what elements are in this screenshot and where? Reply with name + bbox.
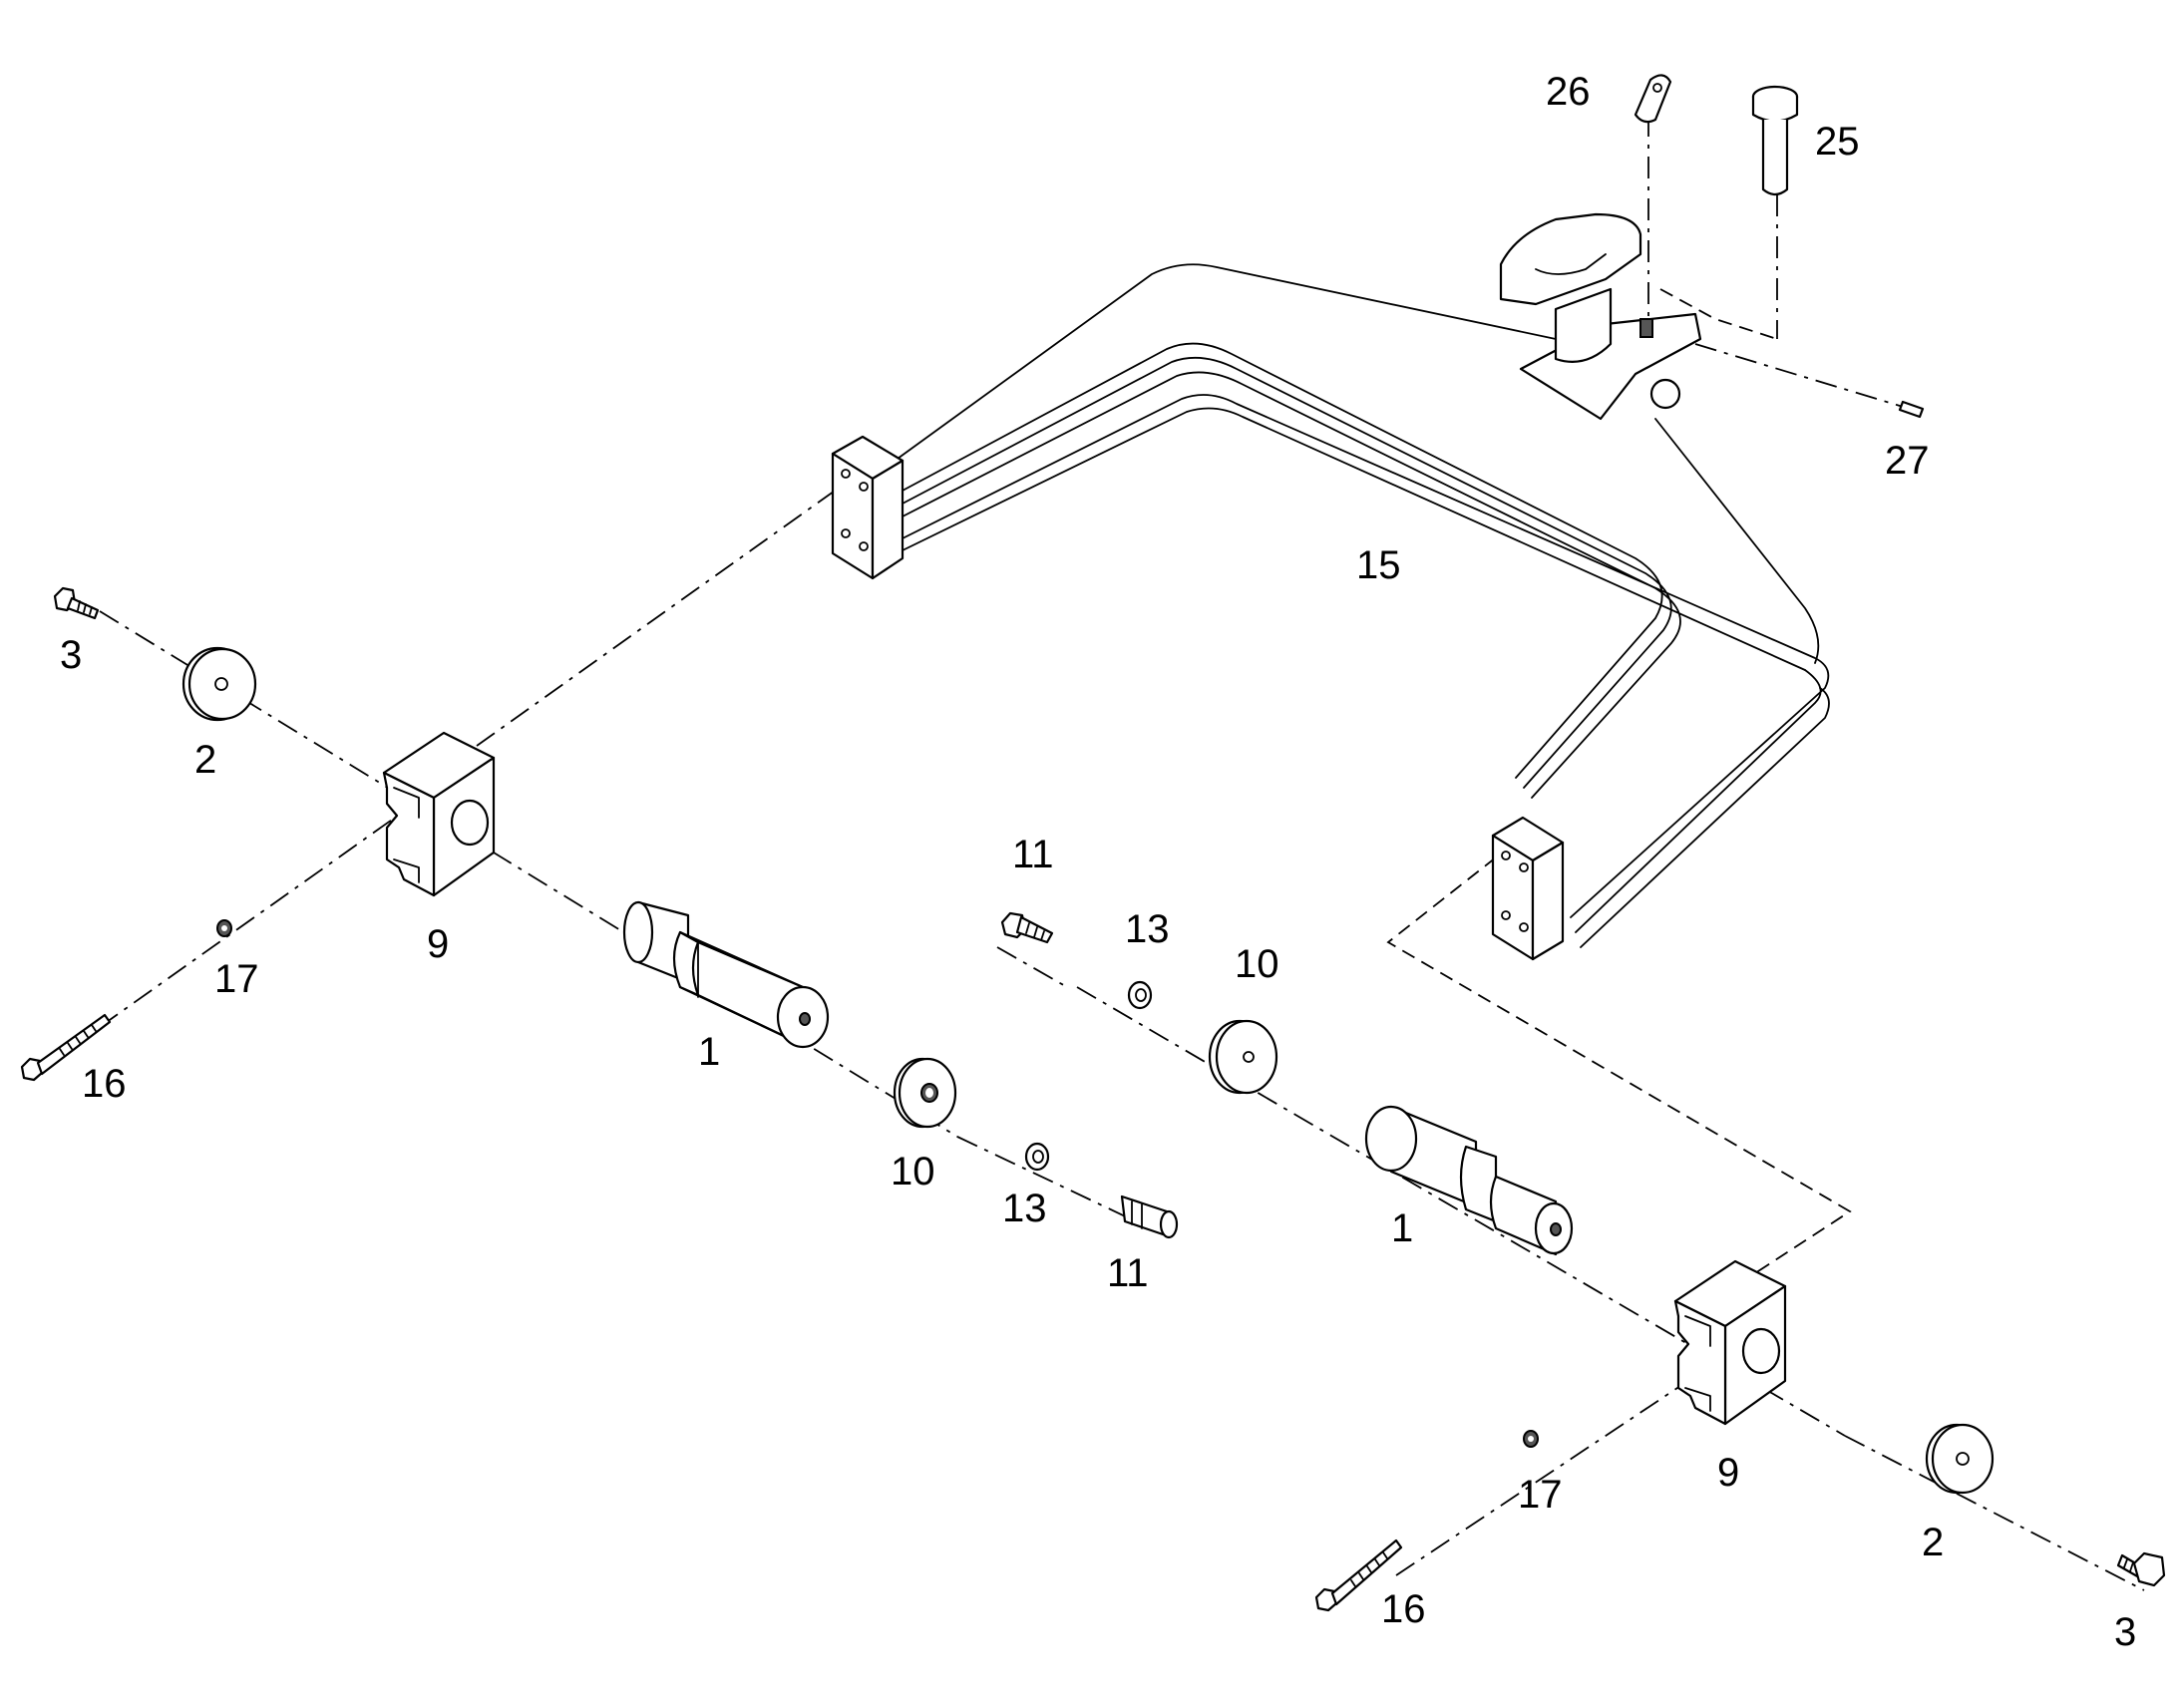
callout-2-left: 2 (194, 738, 216, 782)
washer-2-right (1925, 1423, 1995, 1495)
bolt-11-left (1120, 1195, 1179, 1239)
washer-10-right (1208, 1019, 1278, 1095)
callout-1-left: 1 (698, 1030, 720, 1074)
bracket-9-right (1673, 1259, 1787, 1426)
pin-25 (1751, 85, 1799, 196)
callout-1-right: 1 (1391, 1206, 1413, 1250)
callout-3-left: 3 (60, 633, 82, 677)
clip-26 (1634, 74, 1672, 124)
callout-11-right: 11 (1012, 833, 1054, 876)
callout-27: 27 (1885, 439, 1930, 483)
callout-25: 25 (1815, 120, 1860, 164)
callout-9-right: 9 (1717, 1451, 1739, 1495)
washer-13-left (1024, 1142, 1050, 1172)
callout-13-right: 13 (1125, 907, 1170, 951)
callout-16-right: 16 (1381, 1587, 1426, 1631)
bolt-16-left (20, 1013, 112, 1082)
callout-11-left: 11 (1107, 1251, 1149, 1295)
callout-10-right: 10 (1235, 942, 1279, 986)
washer-17-left (216, 919, 232, 937)
washer-2-left (182, 646, 257, 722)
callout-10-left: 10 (891, 1150, 935, 1194)
callout-26: 26 (1546, 70, 1591, 114)
callout-15: 15 (1356, 543, 1401, 587)
bolt-3-left (53, 586, 100, 620)
bracket-9-left (382, 731, 496, 897)
callout-17-left: 17 (214, 957, 259, 1001)
callout-16-left: 16 (82, 1062, 127, 1106)
callout-9-left: 9 (427, 922, 449, 966)
bolt-11-right (1000, 911, 1054, 944)
bolt-3-right (2116, 1551, 2166, 1587)
callout-2-right: 2 (1922, 1521, 1944, 1564)
dashed-leaders (1386, 288, 1852, 1287)
bushing-1-left (622, 900, 830, 1049)
pin-27 (1898, 400, 1925, 419)
washer-10-left (893, 1057, 957, 1129)
washer-17-right (1523, 1430, 1539, 1448)
callout-17-right: 17 (1518, 1473, 1563, 1517)
bushing-1-right (1364, 1105, 1574, 1256)
washer-13-right (1127, 980, 1153, 1010)
frame-15 (831, 212, 1830, 961)
callout-3-right: 3 (2114, 1610, 2136, 1654)
callout-labels: 3 2 9 17 16 1 10 13 11 11 13 10 1 15 26 … (60, 70, 2136, 1654)
bolt-16-right (1314, 1538, 1403, 1612)
callout-13-left: 13 (1002, 1187, 1047, 1230)
